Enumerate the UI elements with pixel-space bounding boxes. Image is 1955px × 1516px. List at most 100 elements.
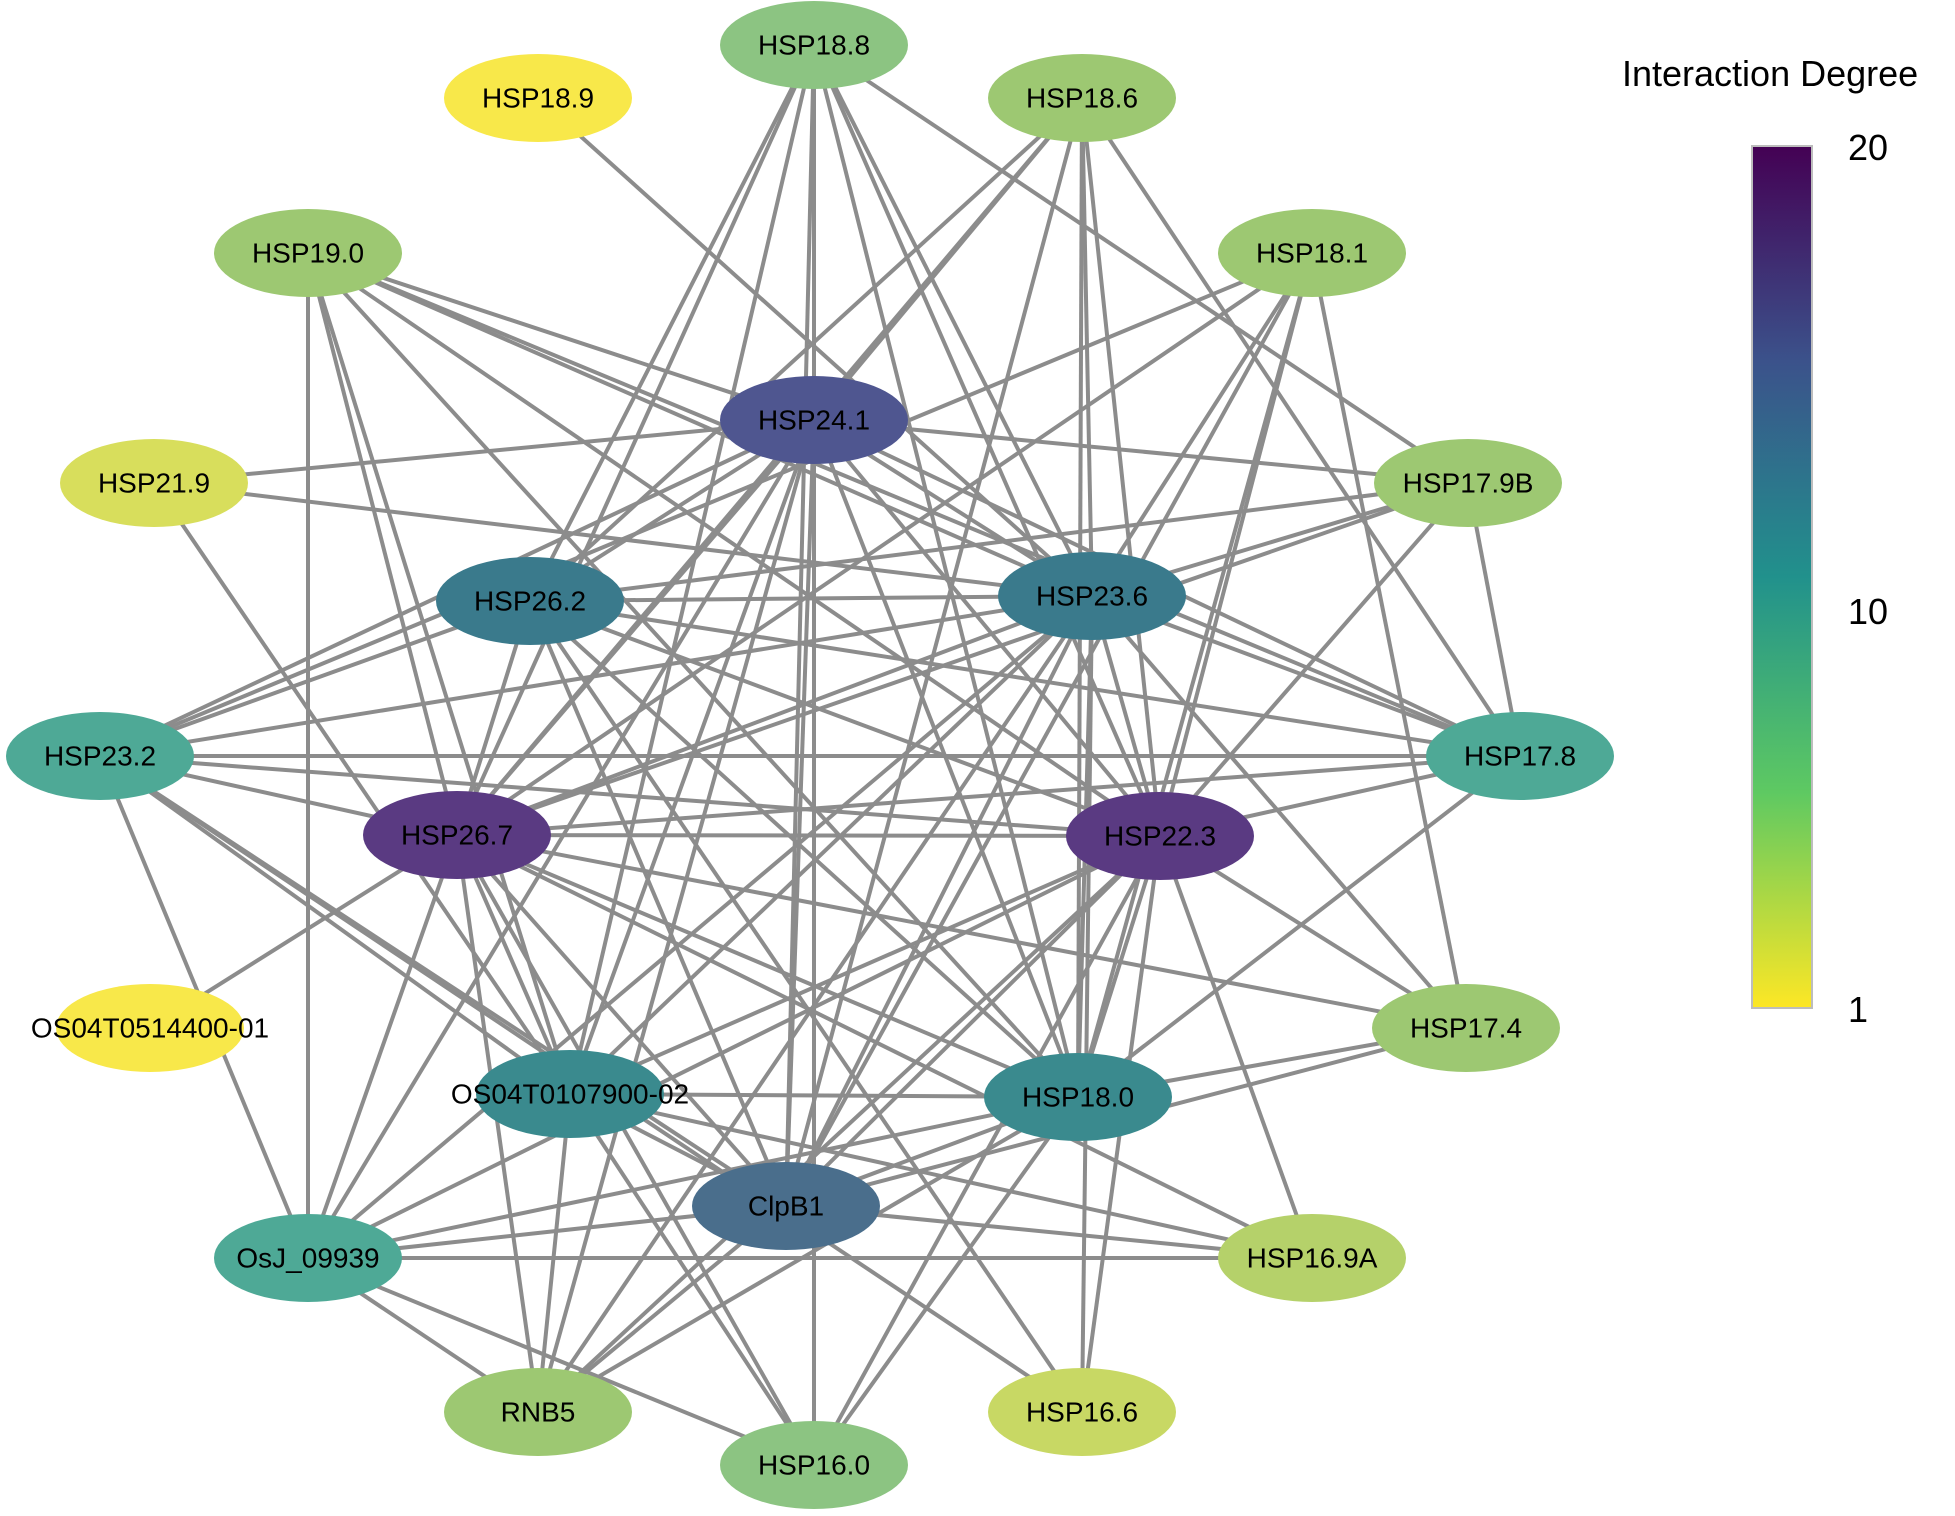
edge (456, 754, 1521, 837)
edge (1076, 754, 1522, 1099)
edge (784, 44, 816, 1207)
edge (529, 599, 1161, 838)
edge (784, 252, 1314, 1207)
edge (306, 594, 1094, 1260)
node-ellipse (476, 1050, 664, 1138)
edge (568, 594, 1094, 1096)
node-label: HSP26.2 (474, 586, 586, 617)
edge (1080, 96, 1522, 758)
node-label: HSP18.8 (758, 30, 870, 61)
node-ellipse (56, 984, 244, 1072)
network-node[interactable]: HSP24.1 (720, 376, 908, 464)
edge (306, 251, 1080, 1099)
edge (536, 419, 816, 1413)
edge (1090, 251, 1314, 598)
node-ellipse (1218, 209, 1406, 297)
legend-max-label: 20 (1848, 127, 1888, 168)
network-node[interactable]: OsJ_09939 (214, 1214, 402, 1302)
node-label: OsJ_09939 (236, 1243, 379, 1274)
network-node[interactable]: HSP18.8 (720, 1, 908, 89)
network-node[interactable]: HSP18.0 (984, 1053, 1172, 1141)
edge (307, 251, 815, 422)
network-node[interactable]: HSP16.0 (720, 1421, 908, 1509)
network-node[interactable]: HSP23.6 (998, 552, 1186, 640)
network-node[interactable]: OS04T0107900-02 (451, 1050, 689, 1138)
network-node[interactable]: ClpB1 (692, 1162, 880, 1250)
edge (1076, 252, 1314, 1098)
node-label: HSP16.6 (1026, 1397, 1138, 1428)
edge (456, 481, 1469, 837)
edge (784, 834, 1162, 1208)
edge (456, 833, 1079, 1099)
network-node[interactable]: HSP21.9 (60, 439, 248, 527)
node-label: HSP17.8 (1464, 741, 1576, 772)
edge (307, 251, 1093, 598)
network-node[interactable]: HSP26.2 (436, 557, 624, 645)
edge (529, 481, 1469, 603)
node-label: HSP17.9B (1403, 468, 1534, 499)
node-ellipse (984, 1053, 1172, 1141)
network-node[interactable]: HSP18.1 (1218, 209, 1406, 297)
edge (1158, 835, 1314, 1259)
edge (306, 252, 572, 1095)
node-ellipse (998, 552, 1186, 640)
network-node[interactable]: OS04T0514400-01 (31, 984, 269, 1072)
edge (306, 418, 816, 1260)
network-node[interactable]: HSP16.6 (988, 1368, 1176, 1456)
edge (568, 44, 816, 1095)
edge (528, 96, 1084, 603)
edge (455, 44, 816, 836)
edge (1466, 482, 1522, 757)
node-label: HSP18.1 (1256, 238, 1368, 269)
edge (456, 833, 1161, 838)
node-ellipse (692, 1162, 880, 1250)
edge (568, 419, 816, 1095)
node-label: OS04T0107900-02 (451, 1079, 689, 1110)
node-label: HSP24.1 (758, 405, 870, 436)
node-label: HSP22.3 (1104, 821, 1216, 852)
node-label: OS04T0514400-01 (31, 1013, 269, 1044)
network-node[interactable]: RNB5 (444, 1368, 632, 1456)
edge (812, 419, 1080, 1098)
network-node[interactable]: HSP26.7 (363, 791, 551, 879)
legend-colorbar (1751, 145, 1813, 1009)
edge (307, 251, 1521, 758)
network-node[interactable]: HSP17.8 (1426, 712, 1614, 800)
edge (98, 754, 572, 1096)
network-node[interactable]: HSP23.2 (6, 712, 194, 800)
network-node[interactable]: HSP19.0 (214, 209, 402, 297)
node-label: HSP21.9 (98, 468, 210, 499)
node-ellipse (444, 54, 632, 142)
node-ellipse (720, 1421, 908, 1509)
edge (536, 594, 1094, 1414)
node-ellipse (436, 557, 624, 645)
edge (98, 754, 788, 1208)
edge (812, 44, 1162, 837)
edge (455, 834, 816, 1466)
network-node[interactable]: HSP17.4 (1372, 984, 1560, 1072)
edge (153, 418, 815, 485)
edge (784, 595, 1094, 1207)
edge (1080, 97, 1162, 837)
node-label: HSP18.0 (1022, 1082, 1134, 1113)
network-node[interactable]: HSP17.9B (1374, 439, 1562, 527)
network-node[interactable]: HSP22.3 (1066, 792, 1254, 880)
edge (306, 252, 459, 836)
edge (536, 834, 1162, 1414)
edge (455, 251, 1314, 837)
edge (528, 600, 788, 1207)
legend-mid-label: 10 (1848, 591, 1888, 632)
network-node[interactable]: HSP16.9A (1218, 1214, 1406, 1302)
edge (812, 44, 1094, 597)
edge (456, 833, 1467, 1030)
edge (536, 1093, 572, 1413)
edge (812, 44, 1080, 1098)
legend-title: Interaction Degree (1622, 53, 1918, 94)
network-node[interactable]: HSP18.6 (988, 54, 1176, 142)
node-label: RNB5 (501, 1397, 576, 1428)
node-label: HSP17.4 (1410, 1013, 1522, 1044)
network-node[interactable]: HSP18.9 (444, 54, 632, 142)
node-label: HSP18.9 (482, 83, 594, 114)
edge (812, 418, 1162, 838)
node-ellipse (214, 209, 402, 297)
